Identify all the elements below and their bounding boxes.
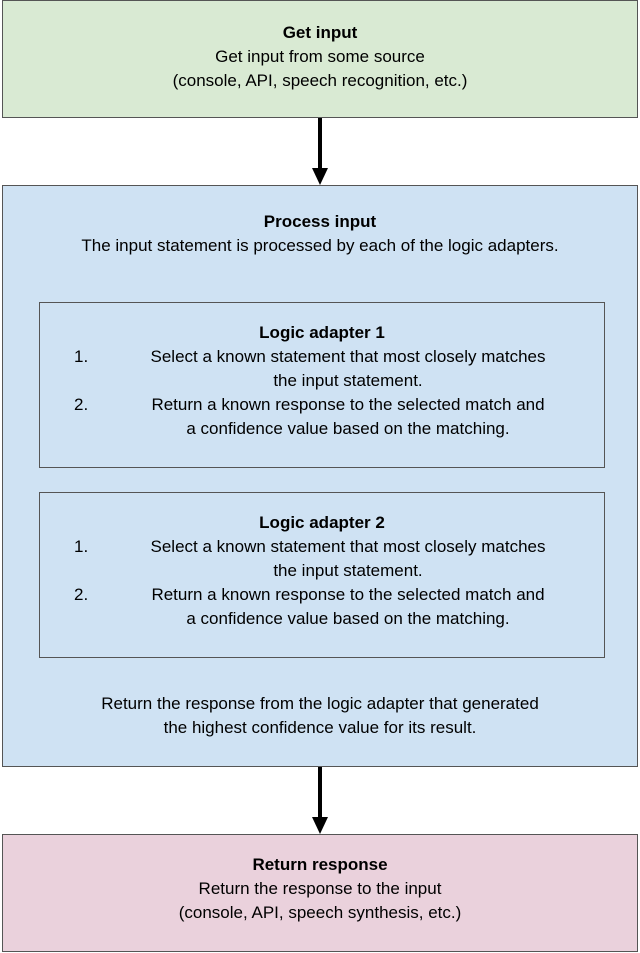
get-input-box: Get input Get input from some source (co…	[2, 0, 638, 118]
return-response-line1: Return the response to the input	[198, 879, 442, 898]
step-text-line1: Return a known response to the selected …	[151, 585, 545, 604]
logic-adapter-2-box: Logic adapter 2 1. Select a known statem…	[39, 492, 605, 658]
arrow-down-icon	[312, 767, 328, 834]
step-text-line1: Return a known response to the selected …	[151, 395, 545, 414]
process-input-description: The input statement is processed by each…	[81, 236, 559, 255]
logic-adapter-1-title: Logic adapter 1	[259, 323, 385, 342]
get-input-line1: Get input from some source	[215, 47, 425, 66]
logic-adapter-2-step-2: 2. Return a known response to the select…	[40, 583, 604, 631]
return-response-title: Return response	[252, 855, 388, 874]
return-response-line2: (console, API, speech synthesis, etc.)	[178, 903, 462, 922]
process-input-footer-line2: the highest confidence value for its res…	[163, 718, 477, 737]
return-response-box: Return response Return the response to t…	[2, 834, 638, 952]
get-input-title: Get input	[282, 23, 358, 42]
arrow-down-icon	[312, 118, 328, 185]
step-text-line1: Select a known statement that most close…	[150, 347, 546, 366]
process-input-footer: Return the response from the logic adapt…	[3, 692, 637, 740]
step-text-line2: the input statement.	[273, 371, 423, 390]
step-number: 2.	[74, 585, 89, 604]
process-input-footer-line1: Return the response from the logic adapt…	[101, 694, 539, 713]
logic-adapter-1-step-2: 2. Return a known response to the select…	[40, 393, 604, 441]
step-text-line2: a confidence value based on the matching…	[186, 609, 510, 628]
logic-adapter-2-title: Logic adapter 2	[259, 513, 385, 532]
step-text-line1: Select a known statement that most close…	[150, 537, 546, 556]
get-input-line2: (console, API, speech recognition, etc.)	[172, 71, 468, 90]
step-text-line2: the input statement.	[273, 561, 423, 580]
step-number: 1.	[74, 347, 89, 366]
logic-adapter-1-box: Logic adapter 1 1. Select a known statem…	[39, 302, 605, 468]
logic-adapter-1-step-1: 1. Select a known statement that most cl…	[40, 345, 604, 393]
step-number: 2.	[74, 395, 89, 414]
process-input-title: Process input	[263, 212, 377, 231]
step-text-line2: a confidence value based on the matching…	[186, 419, 510, 438]
step-number: 1.	[74, 537, 89, 556]
logic-adapter-2-step-1: 1. Select a known statement that most cl…	[40, 535, 604, 583]
process-input-box: Process input The input statement is pro…	[2, 185, 638, 767]
